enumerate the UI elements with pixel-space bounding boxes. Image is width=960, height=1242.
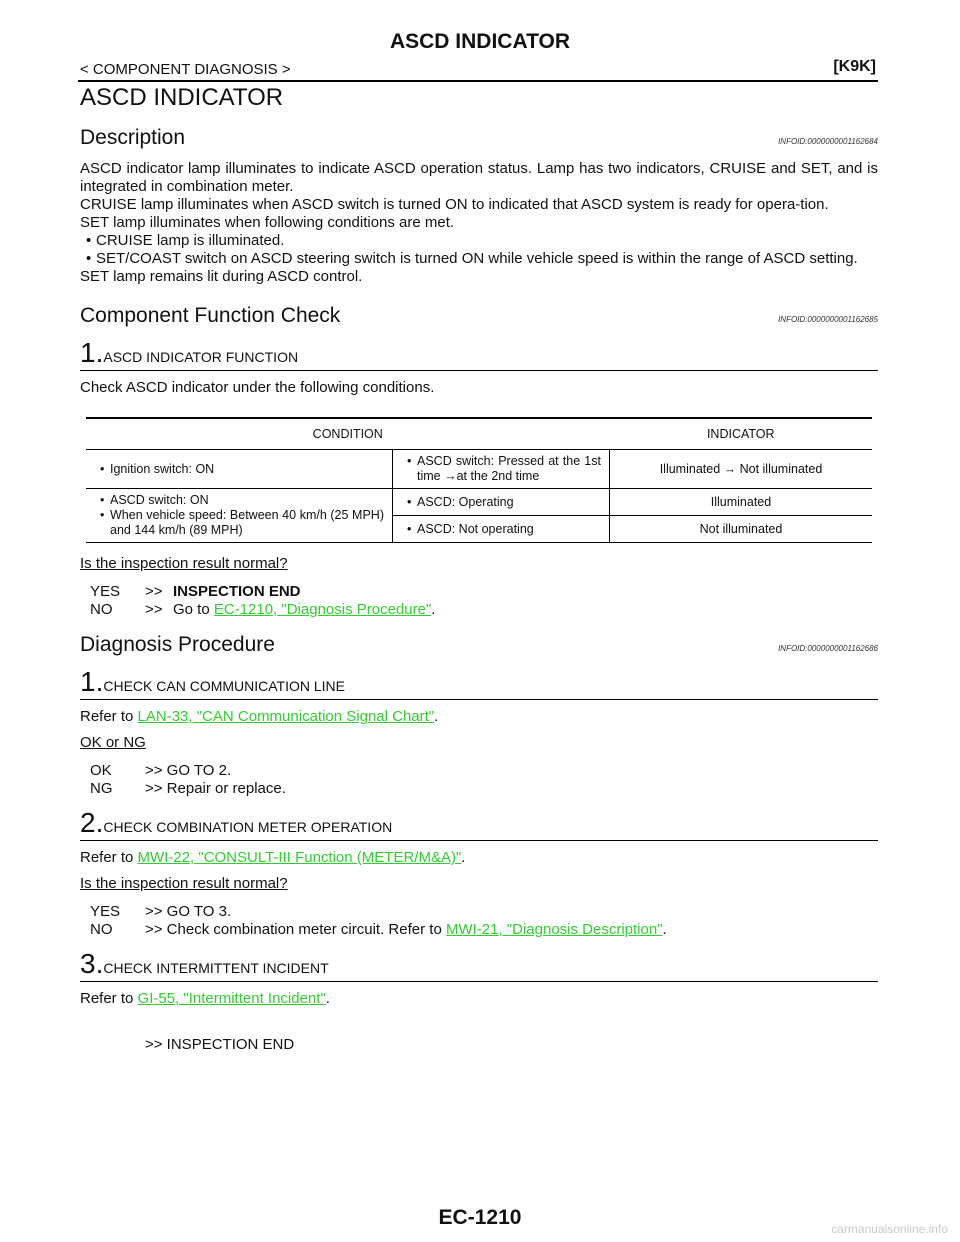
section-breadcrumb: < COMPONENT DIAGNOSIS > [80, 61, 291, 78]
refer-text: Refer to GI-55, "Intermittent Incident". [80, 990, 330, 1007]
refer-text: Refer to MWI-22, "CONSULT-III Function (… [80, 849, 466, 866]
link-diagnosis-procedure[interactable]: EC-1210, "Diagnosis Procedure" [213, 601, 432, 618]
table-cell: Not illuminated [609, 515, 872, 543]
component-check-infoid: INFOID:0000000001162685 [778, 315, 878, 324]
description-paragraph: CRUISE lamp illuminates when ASCD switch… [80, 196, 829, 213]
description-heading: Description [80, 126, 186, 149]
step-header: 3. CHECK INTERMITTENT INCIDENT [80, 948, 878, 982]
link-diagnosis-description[interactable]: MWI-21, "Diagnosis Description" [445, 921, 663, 938]
step-number: 1. [80, 337, 104, 368]
step-number: 2. [80, 807, 104, 838]
page-header-title: ASCD INDICATOR [389, 30, 571, 53]
table-row: Ignition switch: ON ASCD switch: Pressed… [86, 449, 872, 489]
document-body: ASCD INDICATOR Description INFOID:000000… [80, 84, 878, 1054]
response-ng: NG>> Repair or replace. [90, 780, 286, 797]
diagnosis-heading: Diagnosis Procedure [80, 633, 275, 656]
response-list: OK>> GO TO 2. NG>> Repair or replace. [90, 762, 878, 798]
ok-ng-question: OK or NG [80, 734, 146, 751]
step-title: ASCD INDICATOR FUNCTION [103, 349, 299, 365]
table-cell: ASCD: Not operating [401, 522, 601, 537]
response-list: YES>> GO TO 3. NO >> Check combination m… [90, 903, 878, 939]
component-check-heading: Component Function Check [80, 304, 341, 327]
refer-text: Refer to LAN-33, "CAN Communication Sign… [80, 708, 439, 725]
header-divider [78, 80, 878, 82]
link-intermittent-incident[interactable]: GI-55, "Intermittent Incident" [137, 990, 326, 1007]
response-yes: YES>> GO TO 3. [90, 903, 232, 920]
bullet-item: CRUISE lamp is illuminated. [80, 232, 878, 250]
step-header: 1. CHECK CAN COMMUNICATION LINE [80, 666, 878, 700]
model-code: [K9K] [833, 58, 876, 75]
step-header: 1. ASCD INDICATOR FUNCTION [80, 337, 878, 371]
link-can-signal-chart[interactable]: LAN-33, "CAN Communication Signal Chart" [137, 708, 435, 725]
condition-table: CONDITION INDICATOR Ignition switch: ON … [86, 417, 872, 543]
step-number: 1. [80, 666, 104, 697]
description-bullets: CRUISE lamp is illuminated. SET/COAST sw… [80, 232, 878, 268]
response-no: NO >> Check combination meter circuit. R… [90, 921, 667, 938]
instruction-text: Check ASCD indicator under the following… [80, 379, 435, 396]
table-cell: Illuminated → Not illuminated [609, 449, 872, 489]
link-consult-function[interactable]: MWI-22, "CONSULT-III Function (METER/M&A… [137, 849, 462, 866]
inspection-question: Is the inspection result normal? [80, 555, 288, 572]
diagnosis-section-header: Diagnosis Procedure INFOID:0000000001162… [80, 633, 878, 657]
description-paragraph: SET lamp illuminates when following cond… [80, 214, 455, 231]
table-row: ASCD switch: ON When vehicle speed: Betw… [86, 488, 872, 543]
description-paragraph: ASCD indicator lamp illuminates to indic… [80, 160, 878, 195]
table-row: ASCD: Not operating Not illuminated [86, 515, 872, 543]
step-title: CHECK CAN COMMUNICATION LINE [103, 678, 346, 694]
component-check-section-header: Component Function Check INFOID:00000000… [80, 304, 878, 328]
table-header-row: CONDITION INDICATOR [86, 417, 872, 450]
response-yes: YES >> INSPECTION END [90, 583, 301, 600]
page-number: EC-1210 [438, 1206, 522, 1229]
step-number: 3. [80, 948, 104, 979]
response-end: >> INSPECTION END [145, 1036, 295, 1053]
inspection-question: Is the inspection result normal? [80, 875, 288, 892]
watermark: carmanualsonline.info [831, 1222, 948, 1236]
table-cell: ASCD: Operating [401, 495, 601, 510]
main-title: ASCD INDICATOR [80, 84, 284, 111]
description-section-header: Description INFOID:0000000001162684 [80, 126, 878, 150]
description-closing: SET lamp remains lit during ASCD control… [80, 268, 363, 285]
step-header: 2. CHECK COMBINATION METER OPERATION [80, 807, 878, 841]
description-infoid: INFOID:0000000001162684 [778, 137, 878, 146]
table-cell: ASCD switch: Pressed at the 1st time →at… [401, 454, 601, 484]
table-header-indicator: INDICATOR [609, 417, 872, 450]
response-no: NO >> Go to EC-1210, "Diagnosis Procedur… [90, 601, 436, 618]
diagnosis-infoid: INFOID:0000000001162686 [778, 644, 878, 653]
table-cell: Illuminated [609, 488, 872, 516]
table-cell: When vehicle speed: Between 40 km/h (25 … [94, 508, 384, 538]
response-yes-text: INSPECTION END [173, 583, 301, 600]
table-header-condition: CONDITION [86, 417, 610, 450]
response-list: YES >> INSPECTION END NO >> Go to EC-121… [90, 583, 878, 619]
step-title: CHECK COMBINATION METER OPERATION [103, 819, 393, 835]
table-cell: ASCD switch: ON [94, 493, 384, 508]
bullet-item: SET/COAST switch on ASCD steering switch… [80, 250, 878, 268]
response-ok: OK>> GO TO 2. [90, 762, 232, 779]
table-cell: Ignition switch: ON [94, 462, 384, 477]
step-title: CHECK INTERMITTENT INCIDENT [103, 960, 329, 976]
